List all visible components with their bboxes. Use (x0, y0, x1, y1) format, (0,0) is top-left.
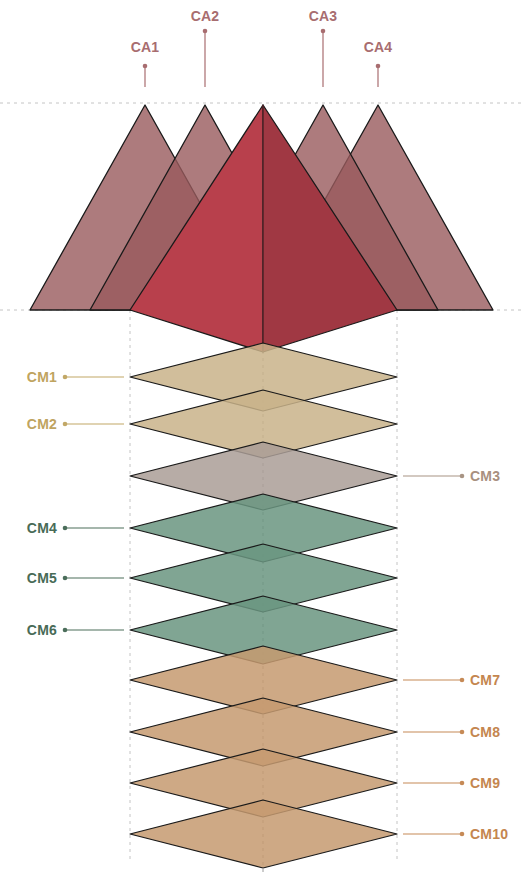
leader-dot (376, 64, 381, 69)
layer-label: CM7 (470, 672, 500, 688)
guide-lines (0, 103, 524, 872)
pyramid-edge (263, 105, 264, 352)
leader-line (403, 731, 462, 732)
leader-dot (63, 422, 68, 427)
leader-dot (321, 29, 326, 34)
leader-line (65, 376, 124, 377)
leader-line (403, 679, 462, 680)
leader-dot (143, 64, 148, 69)
apex-label: CA1 (131, 39, 160, 55)
layer-label: CM5 (27, 570, 57, 586)
layer-label: CM2 (27, 416, 57, 432)
layer-label: CM10 (470, 826, 508, 842)
guide-line (130, 310, 131, 862)
layer-label: CM6 (27, 622, 57, 638)
leader-line (65, 527, 124, 528)
guide-line (0, 103, 524, 104)
leader-line (403, 475, 462, 476)
leader-line (65, 423, 124, 424)
leader-dot (63, 628, 68, 633)
leader-line (144, 66, 145, 87)
leader-dot (460, 730, 465, 735)
leader-dot (63, 576, 68, 581)
leader-line (204, 31, 205, 87)
leader-line (65, 629, 124, 630)
layer-label: CM3 (470, 468, 500, 484)
leader-line (322, 31, 323, 87)
leader-line (377, 66, 378, 87)
front-pyramid (130, 105, 397, 352)
layer-diamond (130, 800, 397, 868)
leader-line (403, 782, 462, 783)
leader-line (65, 577, 124, 578)
pyramid-face (263, 105, 397, 352)
leader-line (403, 833, 462, 834)
leader-dot (460, 832, 465, 837)
leader-lines (63, 29, 465, 837)
leader-dot (460, 781, 465, 786)
leader-dot (203, 29, 208, 34)
layer-label: CM9 (470, 775, 500, 791)
pyramid-face (130, 105, 263, 352)
apex-label: CA3 (309, 8, 338, 24)
layer-label: CM8 (470, 724, 500, 740)
layer-label: CM4 (27, 520, 57, 536)
leader-dot (63, 375, 68, 380)
leader-dot (460, 678, 465, 683)
leader-dot (460, 474, 465, 479)
layer-stack (130, 343, 397, 868)
layer-label: CM1 (27, 369, 57, 385)
apex-label: CA2 (191, 8, 220, 24)
apex-label: CA4 (364, 39, 393, 55)
guide-line (397, 310, 398, 862)
leader-dot (63, 526, 68, 531)
